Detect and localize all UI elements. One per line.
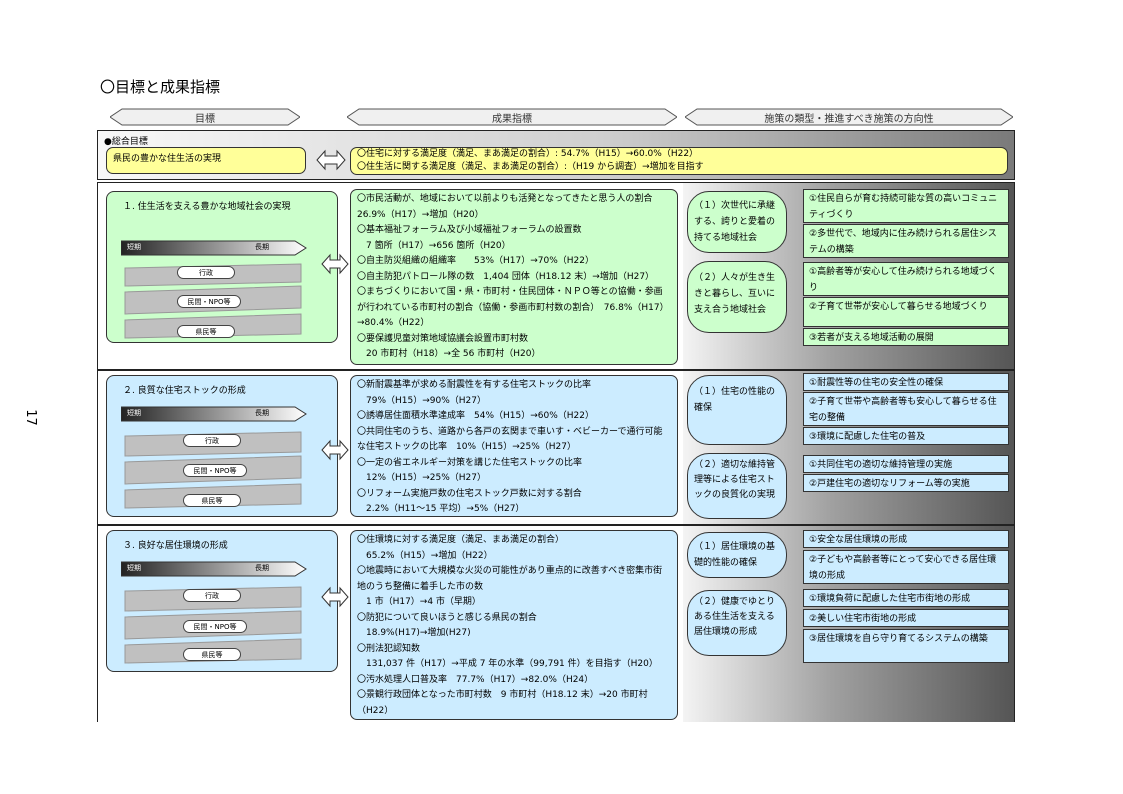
overall-goal-text: 県民の豊かな住生活の実現 <box>113 154 222 164</box>
goal-section-1: １. 住生活を支える豊かな地域社会の実現 短期 長期 行政 民間・NPO等 県民… <box>97 182 1015 370</box>
measure-box: ①高齢者等が安心して住み続けられる地域づくり <box>803 262 1009 296</box>
measure-box: ②美しい住宅市街地の形成 <box>803 609 1009 627</box>
indicator-item: 18.9%(H17)→増加(H27) <box>357 628 471 638</box>
indicator-item: 2.2%（H11～15 平均）→5%（H27） <box>357 504 525 514</box>
overall-indicator: 〇住宅に対する満足度（満足、まあ満足の割合）: 54.7%（H15）→60.0%… <box>357 149 699 159</box>
actor-government: 行政 <box>183 434 241 447</box>
actor-citizens: 県民等 <box>183 648 241 661</box>
goal-card-2: ２. 良質な住宅ストックの形成 短期 長期 行政 民間・NPO等 県民等 <box>106 375 338 517</box>
goal-card-3: ３. 良好な居住環境の形成 短期 長期 行政 民間・NPO等 県民等 <box>106 530 338 672</box>
measure-box: ②戸建住宅の適切なリフォーム等の実施 <box>803 474 1009 492</box>
indicator-item: 〇市民活動が、地域において以前よりも活発となってきたと思う人の割合 26.9%（… <box>357 194 662 220</box>
term-arrow-icon <box>121 240 307 256</box>
double-arrow-icon <box>321 253 349 275</box>
term-arrow-icon <box>121 561 307 577</box>
actor-private-npo: 民間・NPO等 <box>183 620 247 633</box>
actor-government: 行政 <box>177 266 235 279</box>
measure-box: ③居住環境を自ら守り育てるシステムの構築 <box>803 629 1009 663</box>
term-short-label: 短期 <box>127 243 141 251</box>
page-title: 〇目標と成果指標 <box>100 78 221 96</box>
term-long-label: 長期 <box>255 409 269 417</box>
policy-column-header: 施策の類型・推進すべき施策の方向性 <box>685 108 1013 126</box>
actor-government: 行政 <box>183 589 241 602</box>
indicator-item: 〇誘導居住面積水準達成率 54%（H15）→60%（H22） <box>357 411 594 421</box>
indicator-box-3: 〇住環境に対する満足度（満足、まあ満足の割合） 65.2%（H15）→増加（H2… <box>350 530 678 720</box>
indicator-item: 〇リフォーム実施戸数の住宅ストック戸数に対する割合 <box>357 488 582 499</box>
indicator-item: 79%（H15）→90%（H27） <box>357 395 486 406</box>
actor-private-npo: 民間・NPO等 <box>177 295 241 308</box>
double-arrow-icon <box>321 439 349 461</box>
double-arrow-icon <box>321 586 349 608</box>
measure-box: ②子育て世帯が安心して暮らせる地域づくり <box>803 297 1009 327</box>
goal-title: １. 住生活を支える豊かな地域社会の実現 <box>123 202 291 212</box>
policy-column-label: 施策の類型・推進すべき施策の方向性 <box>764 114 934 125</box>
indicator-item: 65.2%（H15）→増加（H22） <box>357 550 493 561</box>
policy-type-box: （２）人々が生き生きと暮らし、互いに支え合う地域社会 <box>687 261 787 333</box>
indicator-item: 〇自主防犯パトロール隊の数 1,404 団体（H18.12 末）→増加（H27） <box>357 271 655 282</box>
policy-type-box: （１）次世代に承継する、誇りと愛着の持てる地域社会 <box>687 191 787 253</box>
double-arrow-icon <box>316 149 346 171</box>
page-number: 17 <box>22 409 38 426</box>
goal-section-2: ２. 良質な住宅ストックの形成 短期 長期 行政 民間・NPO等 県民等 〇新耐… <box>97 370 1015 525</box>
indicator-box-2: 〇新耐震基準が求める耐震性を有する住宅ストックの比率 79%（H15）→90%（… <box>350 375 678 517</box>
measure-box: ①耐震性等の住宅の安全性の確保 <box>803 373 1009 391</box>
actor-citizens: 県民等 <box>177 325 235 338</box>
term-arrow-icon <box>121 406 307 422</box>
indicator-item: 20 市町村（H18）→全 56 市町村（H20） <box>357 349 541 359</box>
measure-box: ①環境負荷に配慮した住宅市街地の形成 <box>803 589 1009 607</box>
measure-box: ①共同住宅の適切な維持管理の実施 <box>803 455 1009 473</box>
indicator-item: 〇刑法犯認知数 <box>357 643 421 654</box>
measure-box: ②多世代で、地域内に住み続けられる居住システムの構築 <box>803 224 1009 258</box>
indicator-item: 〇基本福祉フォーラム及び小域福祉フォーラムの設置数 <box>357 225 582 235</box>
indicator-item: 1 市（H17）→4 市（早期） <box>357 597 481 607</box>
indicator-item: 〇要保護児童対策地域協議会設置市町村数 <box>357 333 529 344</box>
indicator-item: 〇地震時において大規模な火災の可能性があり重点的に改善すべき密集市街地のうち整備… <box>357 566 663 592</box>
actor-band-graphic <box>124 431 302 509</box>
indicator-box-1: 〇市民活動が、地域において以前よりも活発となってきたと思う人の割合 26.9%（… <box>350 189 678 365</box>
indicator-column-label: 成果指標 <box>492 114 532 125</box>
policy-type-box: （１）住宅の性能の確保 <box>687 375 787 445</box>
measure-box: ②子育て世帯や高齢者等も安心して暮らせる住宅の整備 <box>803 392 1009 426</box>
overall-indicator-box: 〇住宅に対する満足度（満足、まあ満足の割合）: 54.7%（H15）→60.0%… <box>350 147 1008 175</box>
actor-private-npo: 民間・NPO等 <box>183 464 247 477</box>
measure-box: ②子どもや高齢者等にとって安心できる居住環境の形成 <box>803 550 1009 584</box>
actor-citizens: 県民等 <box>183 494 241 507</box>
measure-box: ③若者が支える地域活動の展開 <box>803 328 1009 346</box>
term-long-label: 長期 <box>255 564 269 572</box>
indicator-item: 〇一定の省エネルギー対策を講じた住宅ストックの比率 <box>357 457 583 468</box>
overall-goal-box: 県民の豊かな住生活の実現 <box>106 147 306 174</box>
policy-type-box: （２）適切な維持管理等による住宅ストックの良質化の実現 <box>687 453 787 519</box>
measure-box: ①安全な居住環境の形成 <box>803 530 1009 548</box>
indicator-item: 7 箇所（H17）→656 箇所（H20） <box>357 240 511 251</box>
indicator-item: 〇共同住宅のうち、道路から各戸の玄関まで車いす・ベビーカーで通行可能な住宅ストッ… <box>357 426 663 453</box>
goal-section-3: ３. 良好な居住環境の形成 短期 長期 行政 民間・NPO等 県民等 〇住環境に… <box>97 525 1015 722</box>
term-long-label: 長期 <box>255 243 269 251</box>
indicator-item: 〇汚水処理人口普及率 77.7%（H17）→82.0%（H24） <box>357 674 594 685</box>
goal-column-header: 目標 <box>110 108 300 126</box>
overall-goal-section: ●総合目標 県民の豊かな住生活の実現 〇住宅に対する満足度（満足、まあ満足の割合… <box>97 130 1015 180</box>
goal-title: ２. 良質な住宅ストックの形成 <box>123 386 246 396</box>
measure-box: ①住民自らが育む持続可能な質の高いコミュニティづくり <box>803 189 1009 223</box>
goal-title: ３. 良好な居住環境の形成 <box>123 541 228 551</box>
indicator-item: 〇景観行政団体となった市町村数 9 市町村（H18.12 末）→20 市町村（H… <box>357 690 648 716</box>
term-short-label: 短期 <box>127 409 141 417</box>
policy-type-box: （１）居住環境の基礎的性能の確保 <box>687 532 787 578</box>
indicator-column-header: 成果指標 <box>347 108 677 126</box>
goal-column-label: 目標 <box>195 114 215 125</box>
indicator-item: 〇新耐震基準が求める耐震性を有する住宅ストックの比率 <box>357 380 592 390</box>
indicator-item: 〇住環境に対する満足度（満足、まあ満足の割合） <box>357 535 565 545</box>
indicator-item: 〇まちづくりにおいて国・県・市町村・住民団体・ＮＰＯ等との協働・参画が行われてい… <box>357 287 669 328</box>
indicator-item: 12%（H15）→25%（H27） <box>357 473 486 483</box>
indicator-item: 〇自主防災組織の組織率 53%（H17）→70%（H22） <box>357 256 594 266</box>
policy-type-box: （２）健康でゆとりある住生活を支える居住環境の形成 <box>687 590 787 656</box>
goal-card-1: １. 住生活を支える豊かな地域社会の実現 短期 長期 行政 民間・NPO等 県民… <box>106 191 338 343</box>
indicator-item: 〇防犯について良いほうと感じる県民の割合 <box>357 612 537 623</box>
overall-goal-label: ●総合目標 <box>104 137 148 147</box>
measure-box: ③環境に配慮した住宅の普及 <box>803 427 1009 445</box>
term-short-label: 短期 <box>127 564 141 572</box>
overall-indicator: 〇住生活に関する満足度（満足、まあ満足の割合）:（H19 から調査）→増加を目指… <box>357 162 704 172</box>
indicator-item: 131,037 件（H17）→平成 7 年の水準（99,791 件）を目指す（H… <box>357 659 658 669</box>
